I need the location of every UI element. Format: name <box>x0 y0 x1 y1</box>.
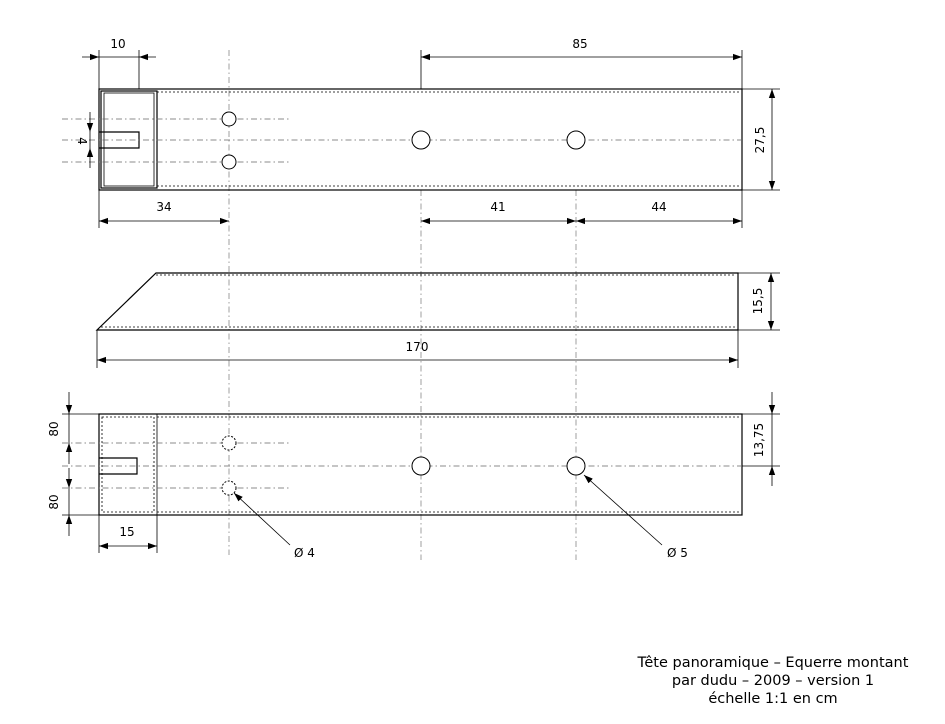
dim-length: 170 <box>406 340 429 354</box>
title-line1: Tête panoramique – Equerre montant <box>637 655 909 671</box>
bottom-view: 80 80 15 13,75 Ø 4 Ø 5 <box>47 392 780 560</box>
hole-large-left <box>411 130 431 150</box>
dim-hole1: 34 <box>156 200 171 214</box>
title-block: Tête panoramique – Equerre montant par d… <box>637 655 909 707</box>
top-view: 10 85 4 27,5 34 41 44 <box>62 37 780 228</box>
dim-top-height: 27,5 <box>753 127 767 154</box>
side-view: 15,5 170 <box>95 272 780 368</box>
hole-large-right-bottom <box>566 456 586 476</box>
dim-hole2: 41 <box>490 200 505 214</box>
dim-span-right: 85 <box>572 37 587 51</box>
dim-slot: 4 <box>75 137 89 145</box>
hole-hidden-bottom <box>221 480 237 496</box>
bottom-view-slot <box>99 457 138 475</box>
dim-side-height: 15,5 <box>751 288 765 315</box>
top-view-end-block <box>100 90 158 189</box>
title-line3: échelle 1:1 en cm <box>708 691 837 707</box>
dim-hole3: 44 <box>651 200 666 214</box>
label-hole-large: Ø 5 <box>667 546 688 560</box>
title-line2: par dudu – 2009 – version 1 <box>672 673 874 689</box>
hole-large-left-bottom <box>411 456 431 476</box>
dim-bottom-height: 13,75 <box>752 423 766 457</box>
label-hole-small: Ø 4 <box>294 546 315 560</box>
hole-hidden-top <box>221 435 237 451</box>
bottom-view-outline <box>98 413 743 516</box>
hole-small-bottom <box>221 154 237 170</box>
side-view-outline <box>95 272 739 331</box>
dim-upper-80: 80 <box>47 421 61 436</box>
hole-small-top <box>221 111 237 127</box>
top-view-outline <box>98 88 743 191</box>
dim-left-width: 10 <box>110 37 125 51</box>
dim-slot-depth: 15 <box>119 525 134 539</box>
vertical-center-lines <box>228 50 577 560</box>
dim-lower-80: 80 <box>47 494 61 509</box>
hole-large-right <box>566 130 586 150</box>
